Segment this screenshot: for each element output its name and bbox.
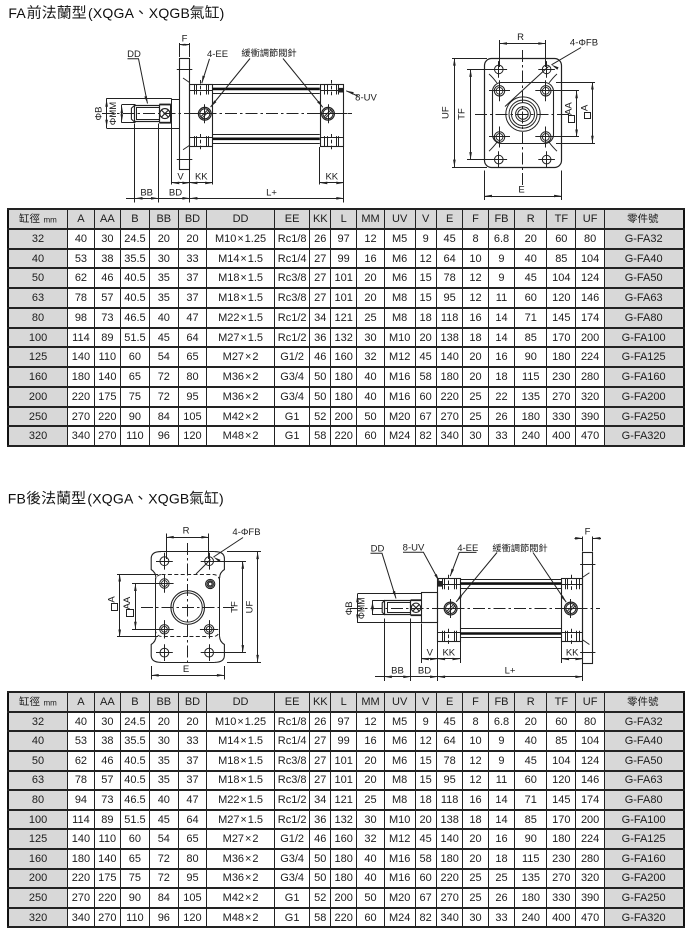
svg-text:L+: L+ (505, 666, 516, 677)
svg-text:L+: L+ (266, 188, 277, 199)
svg-text:(XQGA: (XQGA (87, 490, 134, 506)
svg-text:E: E (183, 664, 189, 675)
svg-text:FB: FB (8, 490, 26, 506)
svg-text:ΦB: ΦB (344, 601, 355, 615)
svg-text:KK: KK (566, 648, 579, 659)
svg-text:8-UV: 8-UV (355, 93, 377, 104)
svg-text:AA: AA (564, 102, 575, 115)
svg-text:4-ΦFB: 4-ΦFB (570, 38, 598, 49)
svg-text:8-UV: 8-UV (403, 542, 425, 553)
svg-text:4-EE: 4-EE (207, 49, 228, 60)
svg-text:KK: KK (442, 648, 455, 659)
svg-text:KK: KK (325, 172, 338, 183)
svg-text:FA: FA (8, 5, 26, 21)
svg-text:E: E (518, 185, 524, 196)
svg-text:F: F (182, 34, 188, 45)
svg-text:A: A (580, 104, 591, 111)
svg-text:DD: DD (371, 544, 385, 555)
svg-text:BD: BD (418, 666, 431, 677)
svg-text:4-EE: 4-EE (457, 543, 478, 554)
svg-text:F: F (585, 527, 591, 538)
svg-text:TF: TF (457, 108, 468, 120)
svg-text:ΦMM: ΦMM (108, 102, 119, 125)
svg-text:): ) (219, 490, 224, 506)
svg-text:XQGB: XQGB (149, 5, 190, 21)
svg-text:R: R (183, 526, 190, 537)
svg-text:): ) (220, 5, 225, 21)
svg-text:DD: DD (127, 49, 141, 60)
svg-text:R: R (517, 32, 524, 43)
svg-text:ΦMM: ΦMM (357, 597, 367, 619)
svg-text:KK: KK (195, 172, 208, 183)
svg-text:4-ΦFB: 4-ΦFB (232, 527, 260, 538)
svg-text:AA: AA (122, 596, 133, 609)
svg-text:V: V (177, 172, 184, 183)
svg-text:TF: TF (230, 601, 241, 613)
svg-text:XQGB: XQGB (148, 490, 189, 506)
svg-text:BD: BD (169, 188, 182, 199)
svg-text:(XQGA: (XQGA (88, 5, 135, 21)
svg-text:ΦB: ΦB (94, 107, 105, 121)
svg-text:BB: BB (140, 188, 153, 199)
svg-text:BB: BB (391, 666, 404, 677)
svg-text:V: V (427, 648, 434, 659)
svg-text:A: A (107, 596, 118, 603)
svg-text:UF: UF (441, 106, 452, 119)
svg-text:UF: UF (245, 600, 256, 613)
